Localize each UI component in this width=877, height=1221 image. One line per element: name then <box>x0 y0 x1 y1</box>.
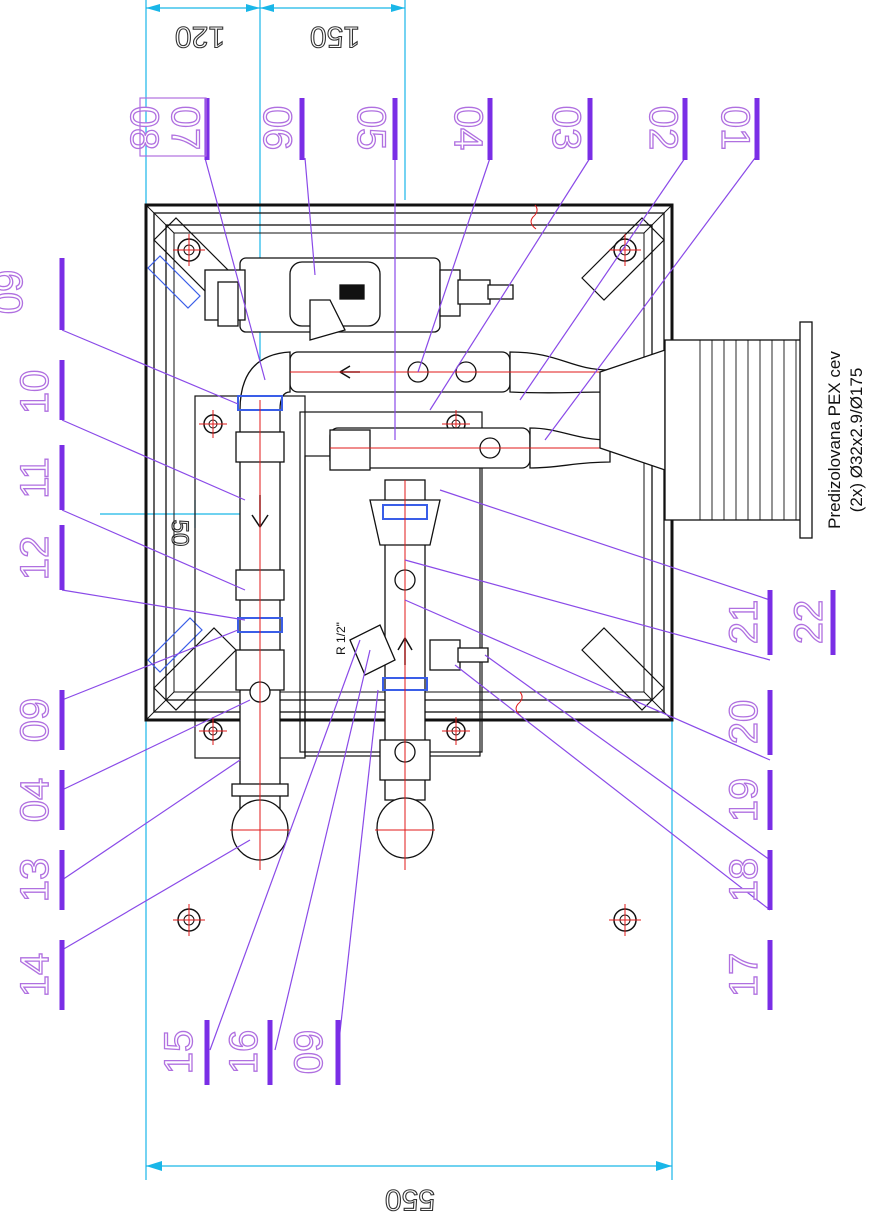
callout-left-04: 04 <box>13 778 57 823</box>
callout-08: 08 <box>122 106 166 151</box>
dim-50: 50 <box>166 520 193 547</box>
callout-labels-right: 17 18 19 20 21 22 <box>721 599 831 998</box>
pipe-note-line2: (2x) Ø32x2.9/Ø175 <box>847 368 866 513</box>
callout-15: 15 <box>157 1030 201 1075</box>
callout-left-09b: 09 <box>13 698 57 743</box>
callout-20: 20 <box>722 700 766 745</box>
dim-150: 150 <box>310 20 360 53</box>
callout-02: 02 <box>641 106 685 151</box>
pex-pipe <box>599 321 813 539</box>
pipe-note-line1: Predizolovana PEX cev <box>825 351 844 529</box>
callout-left-11: 11 <box>13 457 57 499</box>
dim-120: 120 <box>175 20 225 53</box>
callout-left-14: 14 <box>13 953 57 998</box>
callout-03: 03 <box>544 106 588 151</box>
callout-22: 22 <box>787 600 831 645</box>
callout-07: 07 <box>163 106 207 151</box>
callout-18: 18 <box>722 858 766 903</box>
callout-left-09a: 09 <box>0 270 31 315</box>
callout-bars <box>59 98 836 1085</box>
callout-left-12: 12 <box>13 536 57 581</box>
dimension-texts: 120 150 550 50 <box>165 19 435 1216</box>
pipework <box>204 257 611 861</box>
callout-21: 21 <box>722 600 766 645</box>
screws <box>173 234 641 936</box>
callout-01: 01 <box>713 106 757 151</box>
callout-labels-bottom: 15 16 09 <box>156 1029 331 1075</box>
callout-07-box <box>139 97 207 157</box>
callout-19: 19 <box>722 778 766 823</box>
leader-lines <box>61 100 771 1051</box>
thread-label: R 1/2" <box>334 622 348 655</box>
callout-09-bottom: 09 <box>287 1030 331 1075</box>
callout-left-13: 13 <box>13 858 57 903</box>
callout-labels-left: 09 10 11 12 09 04 13 14 <box>0 269 58 998</box>
dim-550: 550 <box>385 1183 435 1216</box>
callout-16: 16 <box>222 1030 266 1075</box>
callout-labels-top: 08 07 06 05 04 03 02 01 <box>121 105 757 151</box>
callout-06: 06 <box>255 106 299 151</box>
pipe-note: Predizolovana PEX cev (2x) Ø32x2.9/Ø175 <box>825 351 866 529</box>
callout-04: 04 <box>446 106 490 151</box>
callout-left-10: 10 <box>13 370 57 415</box>
callout-05: 05 <box>349 106 393 151</box>
callout-17: 17 <box>722 953 766 998</box>
